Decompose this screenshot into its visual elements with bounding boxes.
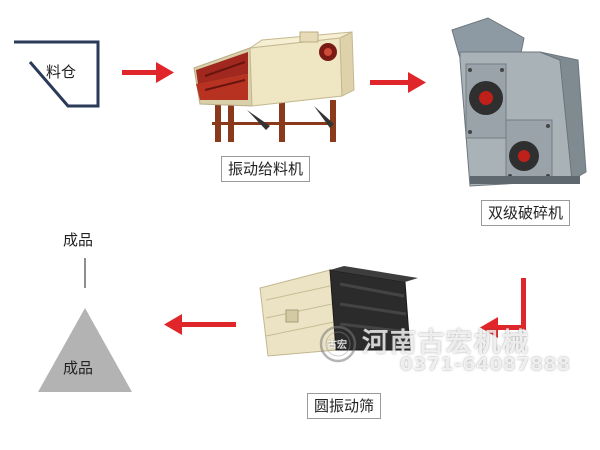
bin-shape	[14, 40, 100, 108]
product-triangle-label: 成品	[63, 359, 94, 377]
feeder-image	[193, 31, 355, 142]
arrow-screen-to-product	[164, 314, 236, 335]
crusher-image	[451, 17, 587, 187]
product-pile	[38, 258, 132, 392]
crusher-label: 双级破碎机	[481, 200, 571, 226]
arrow-crusher-to-screen	[480, 278, 526, 338]
watermark-company: 河南古宏机械	[362, 328, 531, 358]
arrow-feeder-to-crusher	[370, 72, 426, 93]
feeder-label: 振动给料机	[221, 156, 311, 182]
screen-image	[259, 266, 418, 357]
arrow-bin-to-feeder	[122, 62, 174, 83]
screen-label: 圆振动筛	[307, 393, 382, 419]
bin-label: 料仓	[46, 63, 77, 81]
watermark-seal-text: 古宏	[327, 340, 347, 351]
watermark-seal-icon	[319, 325, 357, 363]
watermark-phone: 0371-64087888	[400, 354, 571, 375]
product-top-label: 成品	[63, 231, 94, 249]
